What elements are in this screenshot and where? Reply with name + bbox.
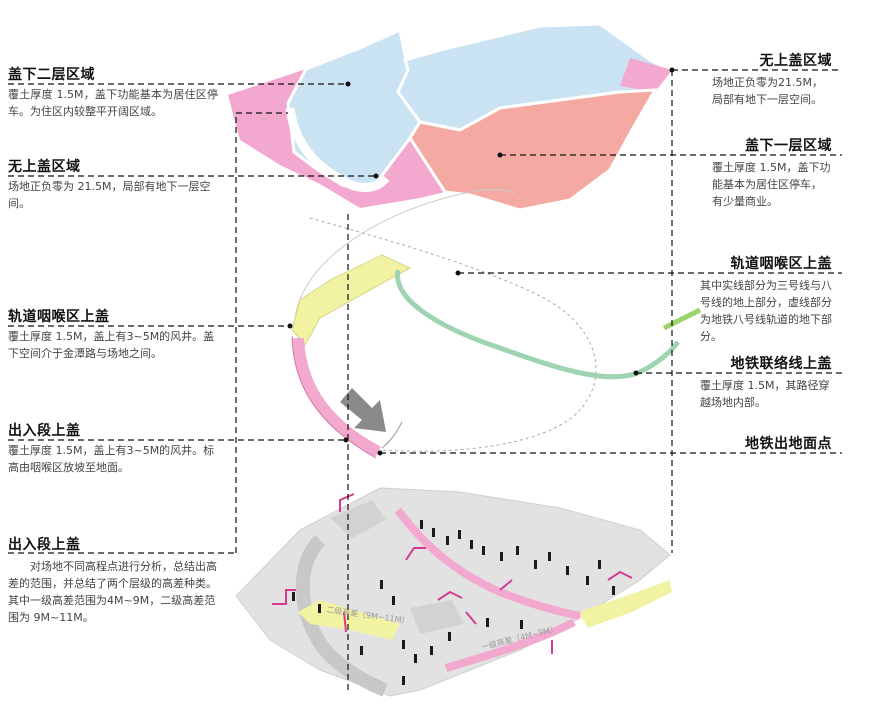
annotation-title: 出入段上盖 — [8, 423, 81, 439]
bottom-layer — [235, 487, 672, 697]
annotation-title: 轨道咽喉区上盖 — [8, 309, 110, 325]
metro-link-light-green — [662, 307, 702, 331]
annotation-title: 无上盖区域 — [759, 53, 832, 69]
no-cover-zone-right-pink — [620, 58, 672, 92]
entry-section-pink-shape — [292, 337, 381, 458]
pink-band-middle — [394, 507, 581, 620]
annotation-desc: 对场地不同高程点进行分析，总结出高差的范围，并总结了两个层级的高差种类。其中一级… — [8, 560, 217, 624]
annotation-desc: 覆土厚度 1.5M，盖下功能基本为居住区停车，有少量商业。 — [712, 161, 831, 208]
annotation-metro-exit: 地铁出地面点 — [700, 435, 832, 453]
annotation-desc: 场地正负零为21.5M，局部有地下一层空间。 — [712, 76, 823, 106]
pink-band-level1 — [444, 618, 576, 672]
annotation-title: 盖下一层区域 — [745, 138, 832, 154]
level1-zone-shape — [408, 88, 658, 212]
annotation-title: 轨道咽喉区上盖 — [730, 256, 832, 272]
annotation-title: 地铁出地面点 — [745, 436, 832, 452]
annotation-entry-section: 出入段上盖 覆土厚度 1.5M，盖上有3~5M的风井。标高由咽喉区放坡至地面。 — [8, 422, 218, 476]
middle-layer — [291, 188, 702, 459]
entry-section-pink-edge — [291, 335, 377, 459]
annotation-desc: 覆土厚度 1.5M，其路径穿越场地内部。 — [700, 379, 830, 409]
elevation-markers — [272, 493, 633, 654]
level2-zone-shape — [286, 27, 422, 192]
annotation-title: 地铁联络线上盖 — [730, 356, 832, 372]
building-block-b — [410, 600, 464, 634]
annotation-desc: 覆土厚度 1.5M，盖下功能基本为居住区停车。为住区内较整平开阔区域。 — [8, 88, 218, 118]
annotation-track-throat-left: 轨道咽喉区上盖 覆土厚度 1.5M，盖上有3~5M的风井。盖下空间介于金潭路与场… — [8, 308, 218, 362]
direction-arrow — [340, 388, 386, 432]
no-cover-zone-left-shape — [228, 69, 445, 208]
track-throat-yellow-shape — [291, 254, 412, 346]
annotation-track-throat-right: 轨道咽喉区上盖 其中实线部分为三号线与八号线的地上部分，虚线部分为地铁八号线轨道… — [700, 255, 832, 345]
annotation-metro-link: 地铁联络线上盖 覆土厚度 1.5M，其路径穿越场地内部。 — [700, 355, 832, 411]
annotation-desc: 场地正负零为 21.5M，局部有地下一层空间。 — [8, 180, 211, 210]
white-road-band — [285, 107, 390, 192]
leader-dots — [287, 67, 675, 456]
leader-lines — [8, 69, 842, 690]
annotation-entry-section-analysis: 出入段上盖 对场地不同高程点进行分析，总结出高差的范围，并总结了两个层级的高差种… — [8, 536, 218, 626]
thin-curve-lower — [381, 421, 403, 449]
metro-green-track — [395, 269, 680, 380]
annotation-no-cover-right: 无上盖区域 场地正负零为21.5M，局部有地下一层空间。 — [712, 52, 832, 108]
annotation-title: 出入段上盖 — [8, 537, 81, 553]
gray-ramp-curve — [295, 535, 388, 697]
annotation-title: 无上盖区域 — [8, 159, 81, 175]
thin-curve-upper — [294, 188, 516, 321]
top-layer — [228, 22, 673, 212]
people-figures — [292, 520, 615, 685]
annotation-desc: 覆土厚度 1.5M，盖上有3~5M的风井。盖下空间介于金潭路与场地之间。 — [8, 330, 215, 360]
yellow-band-level2 — [298, 600, 400, 640]
annotation-desc: 覆土厚度 1.5M，盖上有3~5M的风井。标高由咽喉区放坡至地面。 — [8, 444, 215, 474]
building-block-a — [330, 500, 386, 538]
annotation-under-cover-level2: 盖下二层区域 覆土厚度 1.5M，盖下功能基本为居住区停车。为住区内较整平开阔区… — [8, 66, 218, 120]
annotation-under-cover-level1: 盖下一层区域 覆土厚度 1.5M，盖下功能基本为居住区停车，有少量商业。 — [712, 137, 832, 210]
dashed-underground-track — [309, 217, 597, 452]
annotation-desc: 其中实线部分为三号线与八号线的地上部分，虚线部分为地铁八号线轨道的地下部分。 — [700, 279, 832, 343]
yellow-band-right — [578, 580, 672, 628]
annotation-title: 盖下二层区域 — [8, 67, 95, 83]
annotation-no-cover-left: 无上盖区域 场地正负零为 21.5M，局部有地下一层空间。 — [8, 158, 218, 212]
